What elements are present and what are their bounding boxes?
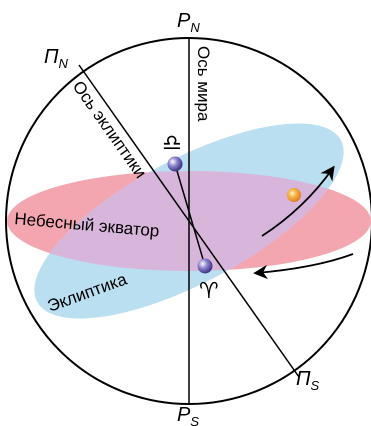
ecliptic-axis-label: Ось эклиптики	[69, 77, 151, 181]
ecliptic-south-pole-label: ПS	[296, 368, 320, 393]
celestial-south-pole-label: PS	[177, 404, 199, 426]
ecliptic-north-pole-label: ПN	[44, 46, 69, 71]
ecliptic-axis-line	[78, 64, 300, 378]
libra-icon: ♎	[162, 131, 182, 156]
world-axis-label: Ось мира	[194, 46, 213, 122]
vernal-equinox-point	[197, 258, 213, 274]
curved-arrow-icon	[261, 165, 335, 237]
aries-icon: ♈	[199, 279, 219, 304]
curved-arrow-icon	[253, 253, 354, 280]
sun-icon	[287, 188, 301, 202]
celestial-north-pole-label: PN	[177, 10, 200, 35]
equinox-line	[174, 163, 206, 267]
autumn-equinox-point	[167, 156, 183, 172]
